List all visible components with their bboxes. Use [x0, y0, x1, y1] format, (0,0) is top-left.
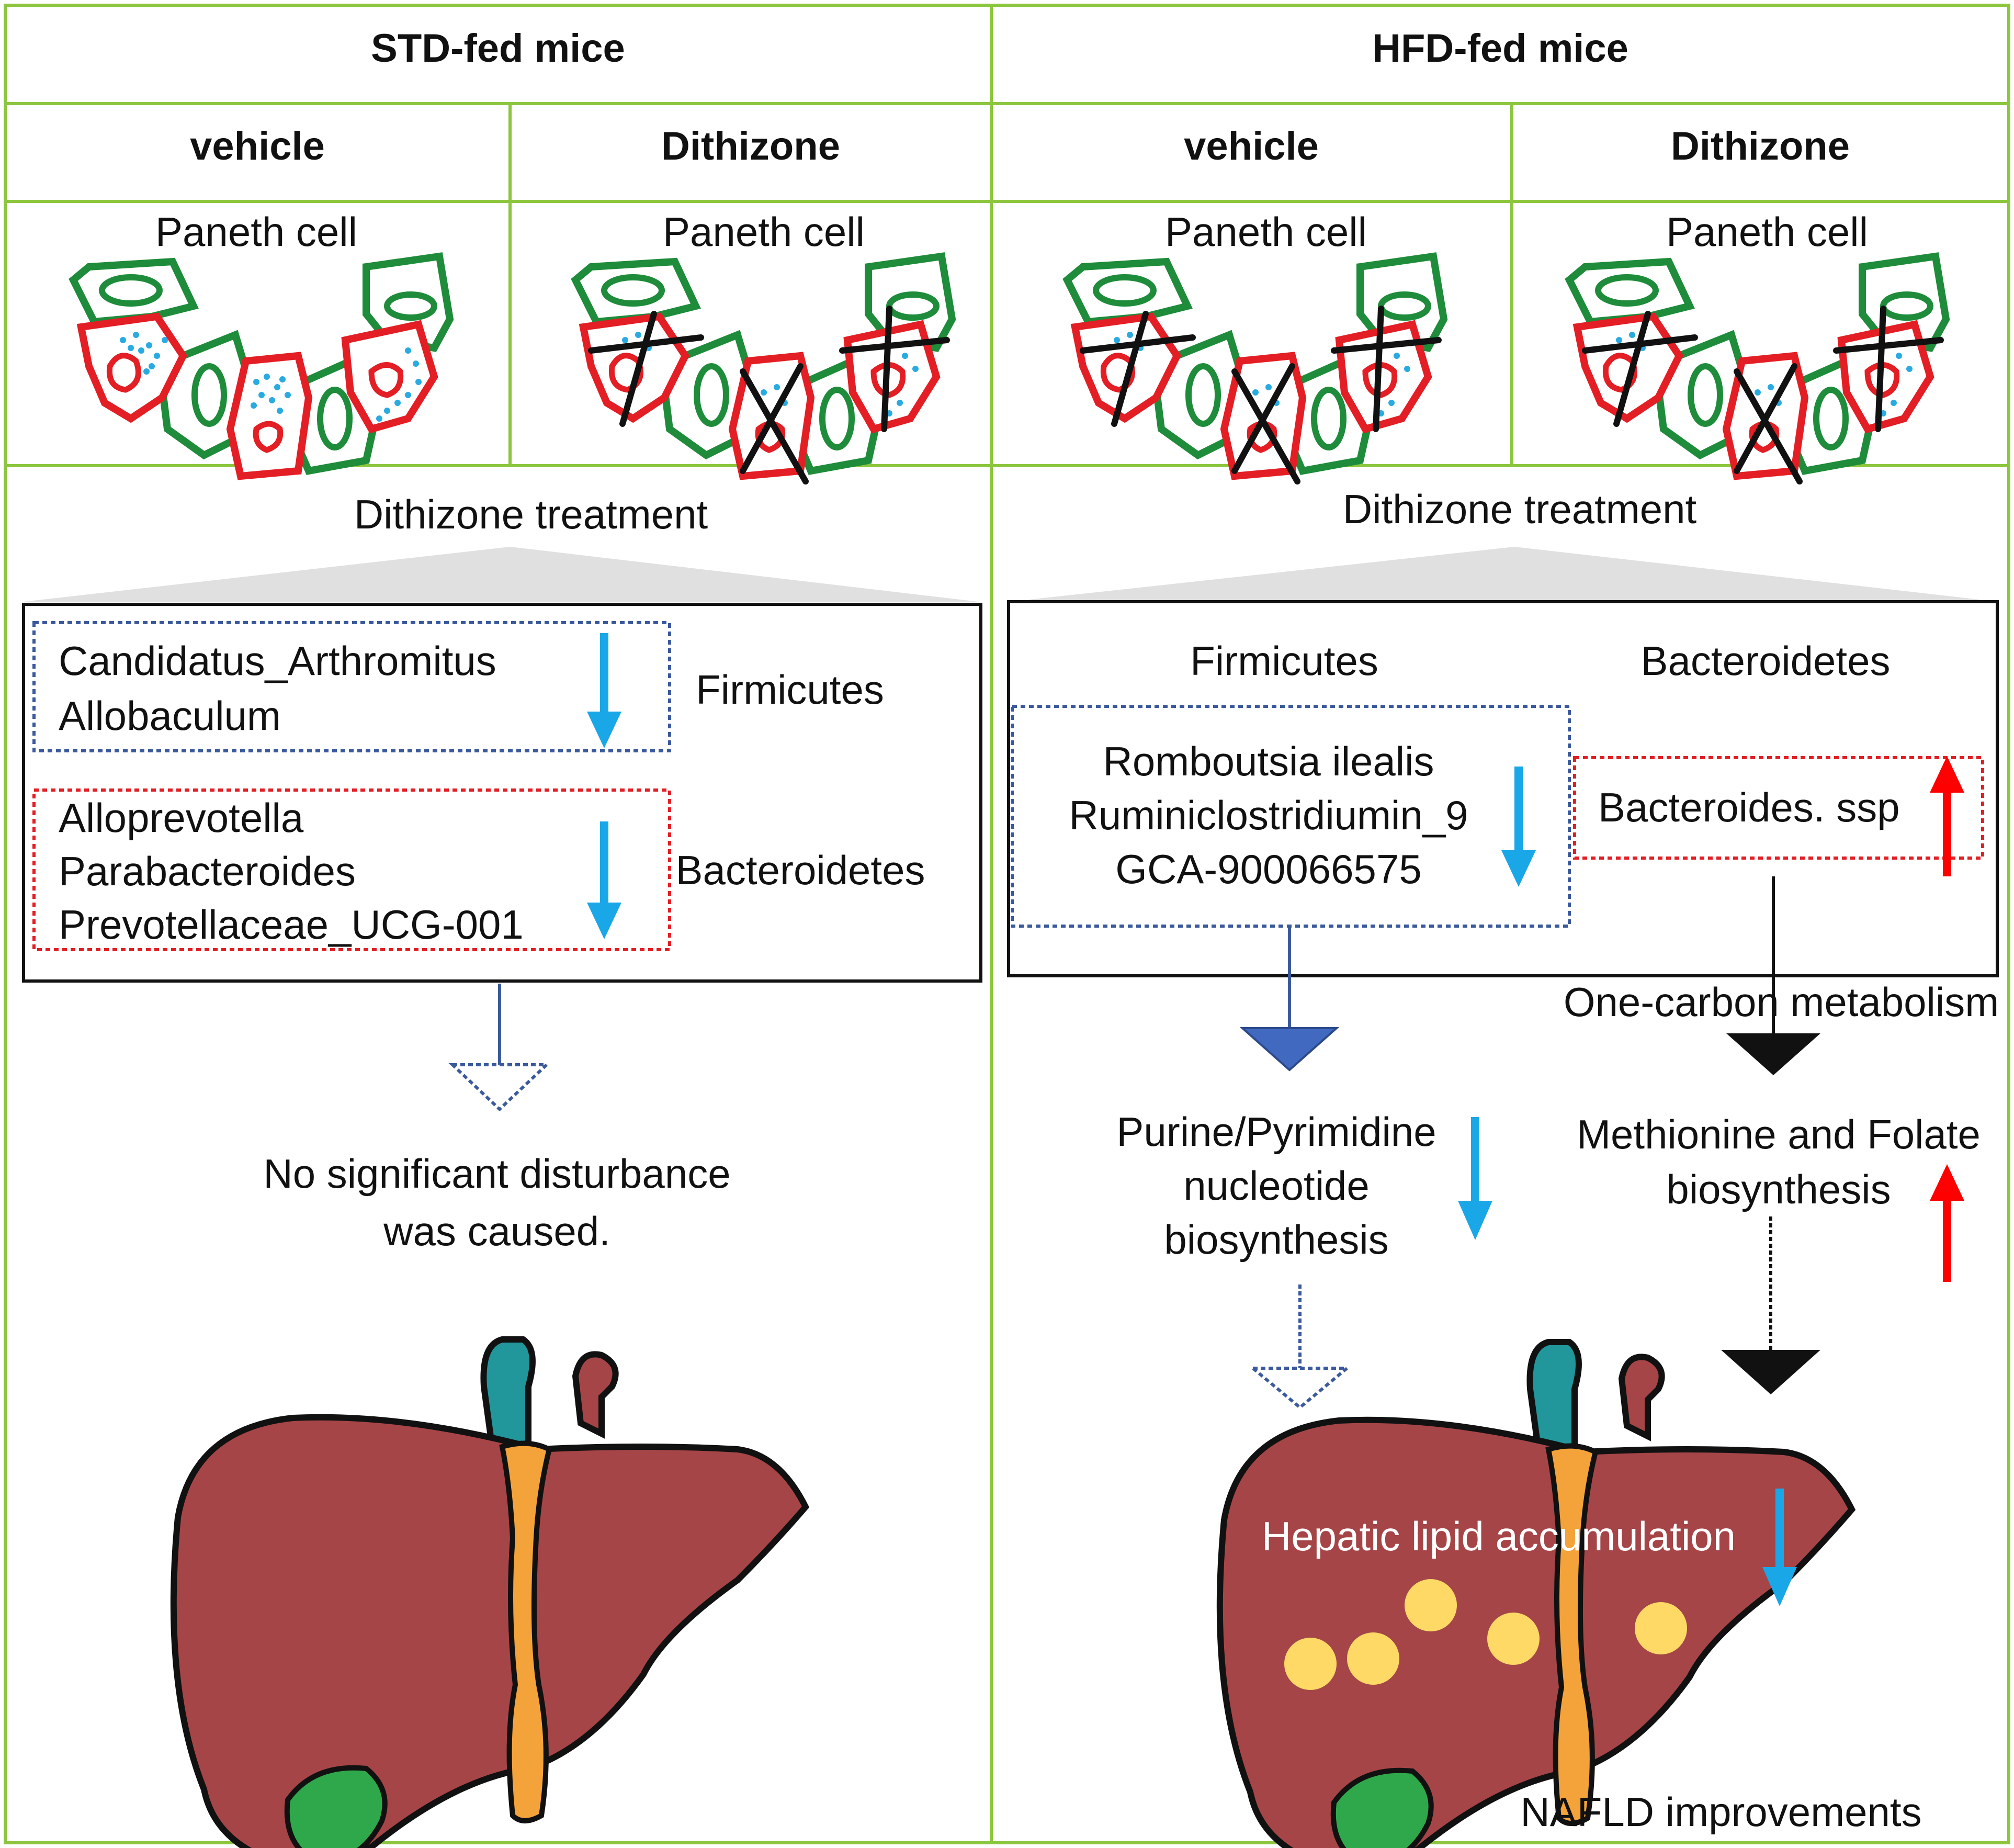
liver-icon — [174, 1339, 806, 1848]
down-arrow-icon — [1458, 1117, 1492, 1240]
down-arrow-icon — [1762, 1489, 1797, 1606]
std-bacteroidetes-box — [32, 788, 671, 951]
std-firmicutes-taxon: Allobaculum — [59, 693, 281, 739]
std-outcome-line: No significant disturbance — [263, 1151, 730, 1197]
paneth-crypt-icon — [73, 256, 450, 476]
arrowhead-icon — [1239, 927, 1340, 1072]
std-treatment-fan — [24, 547, 978, 602]
nucleotide-pathway-line: nucleotide — [1183, 1163, 1370, 1209]
std-bacteroidetes-taxon: Alloprevotella — [59, 795, 304, 841]
std-firmicutes-label: Firmicutes — [696, 667, 884, 713]
methionine-pathway-line: Methionine and Folate — [1577, 1111, 1981, 1157]
arrowhead-icon — [1248, 1284, 1352, 1410]
down-arrow-icon — [1501, 767, 1536, 887]
down-arrow-icon — [587, 821, 621, 939]
hfd-firmicutes-taxon: Romboutsia ilealis — [1103, 738, 1434, 784]
hfd-microbe-box — [1007, 600, 1999, 977]
arrowhead-icon — [448, 984, 551, 1112]
paneth-crypt-icon — [1067, 256, 1444, 481]
hfd-bacteroidetes-box — [1573, 756, 1984, 860]
hfd-firmicutes-taxon: GCA-900066575 — [1115, 846, 1421, 892]
hfd-dithizone-header: Dithizone — [1671, 124, 1850, 168]
nucleotide-pathway-line: Purine/Pyrimidine — [1116, 1109, 1436, 1155]
hfd-group-title: HFD-fed mice — [1372, 26, 1628, 71]
up-arrow-icon — [1930, 756, 1964, 876]
std-bacteroidetes-taxon: Parabacteroides — [59, 848, 356, 894]
one-carbon-metabolism-label: One-carbon metabolism — [1564, 979, 1999, 1025]
methionine-pathway-line: biosynthesis — [1666, 1166, 1891, 1212]
hfd-bacteroidetes-taxon: Bacteroides. ssp — [1598, 784, 1900, 830]
liver-icon — [1220, 1342, 1852, 1848]
arrowhead-icon — [1721, 1216, 1820, 1394]
lipid-droplets — [1284, 1579, 1687, 1690]
hfd-firmicutes-taxon: Ruminiclostridiumin_9 — [1069, 792, 1468, 838]
std-microbe-box — [22, 603, 982, 983]
nucleotide-pathway-line: biosynthesis — [1164, 1216, 1388, 1263]
paneth-cell-label-std-vehicle: Paneth cell — [155, 209, 357, 255]
std-bacteroidetes-label: Bacteroidetes — [676, 847, 925, 893]
std-outcome-line: was caused. — [383, 1208, 610, 1254]
std-treatment-label: Dithizone treatment — [354, 491, 708, 537]
paneth-cell-label-hfd-vehicle: Paneth cell — [1165, 209, 1367, 255]
hfd-treatment-label: Dithizone treatment — [1343, 486, 1697, 532]
paneth-crypt-icon — [1569, 256, 1946, 481]
paneth-crypt-icon — [575, 256, 952, 481]
nafld-label: NAFLD improvements — [1520, 1789, 1921, 1835]
hfd-firmicutes-label: Firmicutes — [1190, 638, 1378, 684]
down-arrow-icon — [587, 633, 621, 748]
std-group-title: STD-fed mice — [371, 26, 625, 71]
hepatic-lipid-label: Hepatic lipid accumulation — [1262, 1513, 1736, 1559]
up-arrow-icon — [1930, 1164, 1964, 1282]
std-vehicle-header: vehicle — [190, 124, 325, 168]
paneth-cell-label-std-dithizone: Paneth cell — [663, 209, 865, 255]
paneth-cell-label-hfd-dithizone: Paneth cell — [1666, 209, 1868, 255]
std-firmicutes-taxon: Candidatus_Arthromitus — [59, 638, 496, 684]
hfd-bacteroidetes-label: Bacteroidetes — [1641, 638, 1891, 684]
hfd-treatment-fan — [1010, 547, 1998, 602]
std-dithizone-header: Dithizone — [661, 124, 840, 168]
std-bacteroidetes-taxon: Prevotellaceae_UCG-001 — [59, 902, 524, 948]
hfd-firmicutes-box — [1011, 705, 1571, 928]
hfd-vehicle-header: vehicle — [1184, 124, 1319, 168]
std-firmicutes-box — [32, 621, 671, 752]
